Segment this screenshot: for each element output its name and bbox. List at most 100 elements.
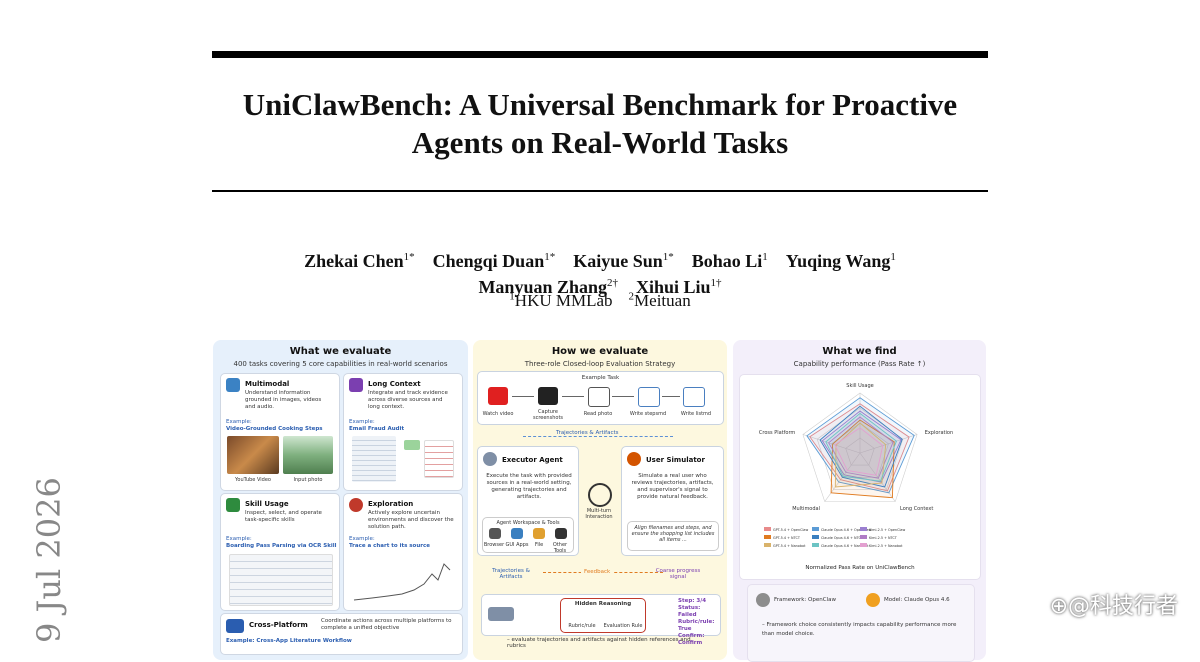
card-exploration: Exploration Actively explore uncertain e… <box>343 493 463 611</box>
findings-box: Framework: OpenClaw Model: Claude Opus 4… <box>747 584 975 662</box>
step-arrow <box>662 396 680 397</box>
example-task-label: Example Task <box>581 375 620 381</box>
caption-photo: Input photo <box>293 477 323 483</box>
example-text: Example: Cross-App Literature Workflow <box>226 638 352 644</box>
legend-swatch <box>764 535 771 539</box>
author-name: Kaiyue Sun <box>573 251 663 271</box>
robot-icon <box>483 452 497 466</box>
legend-swatch <box>764 527 771 531</box>
card-desc: Coordinate actions across multiple platf… <box>321 618 452 631</box>
radar-series-5 <box>828 416 894 479</box>
author-name: Zhekai Chen <box>304 251 404 271</box>
radar-series-8 <box>834 427 884 476</box>
step-label: Write stepsmd <box>629 411 667 417</box>
camera-icon <box>538 387 558 405</box>
panel-title: How we evaluate <box>551 346 649 357</box>
compass-icon <box>349 498 363 512</box>
caption-video: YouTube Video <box>235 477 271 483</box>
radar-grid-ring <box>831 422 889 478</box>
card-desc: Integrate and track evidence across dive… <box>368 390 448 410</box>
radar-caption: Normalized Pass Rate on UniClawBench <box>805 565 915 571</box>
line-chart-thumbnail <box>353 563 451 601</box>
workspace-label: Agent Workspace & Tools <box>496 520 560 526</box>
legend-swatch <box>764 543 771 547</box>
card-long-context: Long Context Integrate and track evidenc… <box>343 373 463 491</box>
trajectories-label: Trajectories & Artifacts <box>553 430 622 436</box>
author-affil-mark: 1* <box>662 251 674 263</box>
panel-what-we-evaluate: What we evaluate 400 tasks covering 5 co… <box>213 340 468 660</box>
legend-label: GPT-5.4 + NTCT <box>773 536 801 540</box>
example-value: Cross-App Literature Workflow <box>256 638 352 644</box>
tool-label: GUI Apps <box>505 542 529 548</box>
radar-grid-ring <box>802 392 918 502</box>
legend-label: Kimi-2.5 + Nanobot <box>869 544 903 548</box>
panel-how-we-evaluate: How we evaluate Three-role Closed-loop E… <box>473 340 727 660</box>
legend-swatch <box>812 535 819 539</box>
radar-axis-label: Exploration <box>925 430 953 436</box>
card-desc: Inspect, select, and operate task-specif… <box>245 510 322 523</box>
step-label: Write listmd <box>680 411 712 417</box>
authors-line-1: Zhekai Chen1*Chengqi Duan1*Kaiyue Sun1*B… <box>212 246 988 272</box>
audio-image-icon <box>226 378 240 392</box>
author-name: Xihui Liu <box>636 277 711 297</box>
user-simulator-box: User Simulator Simulate a real user who … <box>621 446 724 556</box>
radar-spoke <box>859 434 918 454</box>
title-bottom-rule <box>212 190 988 192</box>
example-label: Example: <box>349 536 375 542</box>
supervisor-box: Hidden Reasoning Rubric/rule Evaluation … <box>481 594 721 646</box>
radar-axis-label: Skill Usage <box>846 383 873 389</box>
legend-swatch <box>860 535 867 539</box>
panel-title: What we evaluate <box>289 346 392 357</box>
radar-axis-label: Multimodal <box>792 506 820 512</box>
legend-label: Kimi-2.5 + OpenClaw <box>869 528 905 532</box>
watermark: ⊕@科技行者 <box>1049 594 1178 619</box>
file-icon <box>533 528 545 539</box>
rubric-label: Rubric/rule <box>568 623 596 629</box>
affiliation-mark: 1 <box>509 290 515 302</box>
photo-thumbnail <box>283 436 333 474</box>
affiliation-mark: 2 <box>628 290 635 302</box>
coarse-progress-label: Coarse progress signal <box>655 568 701 580</box>
author-list: Zhekai Chen1*Chengqi Duan1*Kaiyue Sun1*B… <box>212 246 988 298</box>
author-name: Bohao Li <box>691 251 763 271</box>
laptop-icon <box>226 619 244 633</box>
affiliation-name: HKU MMLab <box>514 290 613 310</box>
hidden-reasoning-box: Hidden Reasoning Rubric/rule Evaluation … <box>560 598 646 633</box>
simulator-title: User Simulator <box>646 456 705 464</box>
affiliation-name: Meituan <box>634 290 691 310</box>
example-text: Email Fraud Audit <box>349 426 405 432</box>
legend-label: Claude Opus 4.6 + NTCT <box>821 536 864 540</box>
step-label: Capture screenshots <box>532 409 564 421</box>
author-name: Chengqi Duan <box>432 251 545 271</box>
author-affil-mark: 1 <box>890 251 896 263</box>
title-line-2: Agents on Real-World Tasks <box>411 125 789 160</box>
example-label: Example: <box>226 536 252 542</box>
tool-label: File <box>534 542 544 548</box>
author-a-3: Bohao Li1 <box>692 251 768 271</box>
card-multimodal: Multimodal Understand information ground… <box>220 373 340 491</box>
card-title: Multimodal <box>245 380 290 388</box>
status-list: Step: 3/4 Status: Failed Rubric/rule: Tr… <box>678 598 720 647</box>
author-name: Manyuan Zhang <box>478 277 607 297</box>
gui-apps-icon <box>511 528 523 539</box>
legend-swatch <box>812 543 819 547</box>
quote-text: Align filenames and steps, and ensure th… <box>631 525 715 543</box>
executor-title: Executor Agent <box>502 456 563 464</box>
list-file-icon <box>683 387 705 407</box>
supervisor-icon <box>488 607 514 621</box>
radar-series-4 <box>819 405 903 488</box>
example-label: Example: <box>226 638 255 644</box>
author-a-4: Yuqing Wang1 <box>786 251 896 271</box>
card-title: Long Context <box>368 380 421 388</box>
status-line: Step: 3/4 <box>678 598 707 604</box>
authors-line-2: Manyuan Zhang2†Xihui Liu1† <box>212 272 988 298</box>
top-rule <box>212 51 988 58</box>
panel-title: What we find <box>822 346 897 357</box>
author-affil-mark: 1† <box>710 277 722 289</box>
boarding-pass-thumbnail <box>229 554 333 606</box>
affiliation-1: 2Meituan <box>628 290 691 310</box>
status-line: Status: Failed <box>678 605 701 618</box>
card-desc: Actively explore uncertain environments … <box>368 510 454 530</box>
